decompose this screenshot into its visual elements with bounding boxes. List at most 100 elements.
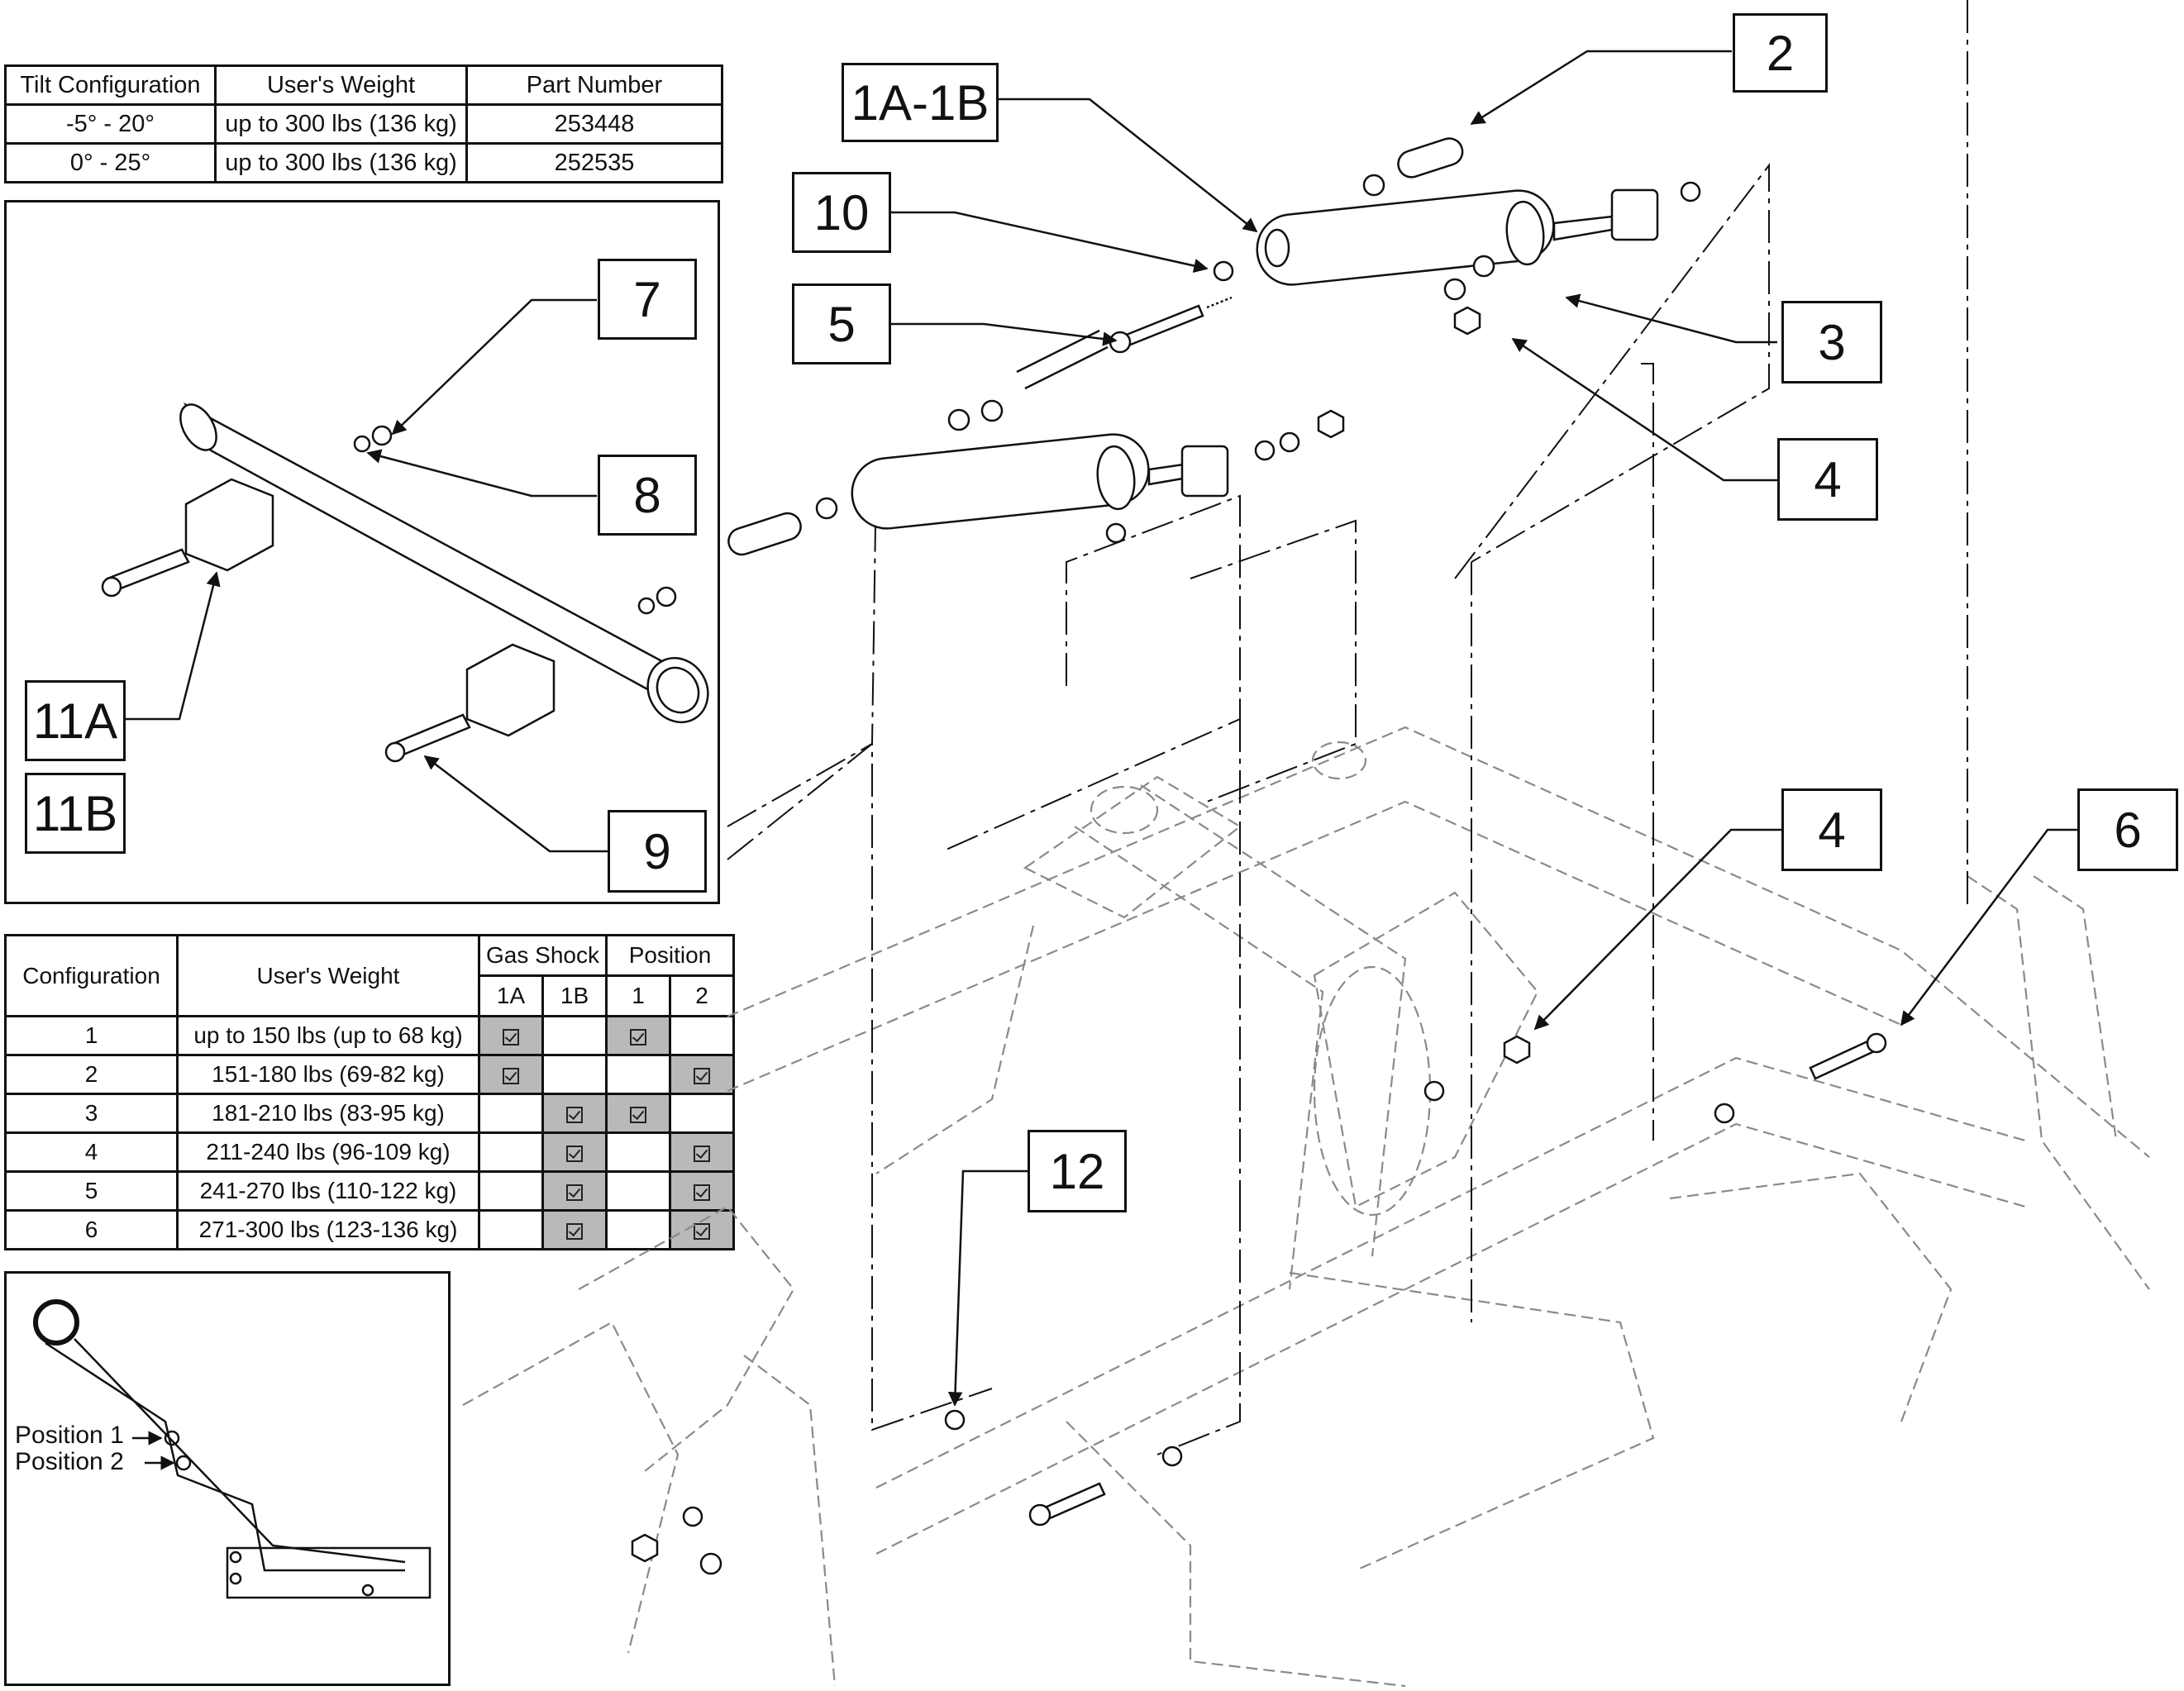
table-cell: 211-240 lbs (96-109 kg) bbox=[176, 1131, 480, 1173]
position-2-header: 2 bbox=[669, 974, 735, 1017]
table-cell: up to 300 lbs (136 kg) bbox=[214, 103, 468, 145]
check-cell-pos-1 bbox=[605, 1015, 671, 1056]
table-cell: 4 bbox=[4, 1131, 179, 1173]
table-cell: 271-300 lbs (123-136 kg) bbox=[176, 1209, 480, 1250]
mount-bracket-parts bbox=[101, 402, 709, 763]
position-1-label: Position 1 bbox=[15, 1422, 124, 1449]
leader-lines bbox=[99, 50, 2077, 1407]
callout-3: 3 bbox=[1781, 301, 1882, 383]
weight-col-header: User's Weight bbox=[214, 64, 468, 106]
check-cell-shock-1a bbox=[478, 1015, 544, 1056]
table-cell: 5 bbox=[4, 1170, 179, 1212]
checkbox-checked-icon bbox=[694, 1067, 710, 1084]
check-cell-shock-1b bbox=[541, 1209, 608, 1250]
weight-col-header: User's Weight bbox=[176, 934, 480, 1017]
callout-4-lower: 4 bbox=[1781, 788, 1882, 871]
part-number-col-header: Part Number bbox=[465, 64, 723, 106]
check-cell-shock-1a bbox=[478, 1170, 544, 1212]
table-cell: 0° - 25° bbox=[4, 142, 217, 183]
checkbox-checked-icon bbox=[566, 1106, 583, 1123]
callout-10: 10 bbox=[792, 172, 891, 253]
checkbox-checked-icon bbox=[566, 1145, 583, 1162]
shock-1b-header: 1B bbox=[541, 974, 608, 1017]
checkbox-checked-icon bbox=[503, 1028, 519, 1046]
table-cell: 241-270 lbs (110-122 kg) bbox=[176, 1170, 480, 1212]
checkbox-checked-icon bbox=[566, 1184, 583, 1201]
check-cell-pos-1 bbox=[605, 1093, 671, 1134]
configuration-col-header: Configuration bbox=[4, 934, 179, 1017]
check-cell-shock-1b bbox=[541, 1093, 608, 1134]
callout-8: 8 bbox=[598, 455, 697, 536]
check-cell-pos-2 bbox=[669, 1015, 735, 1056]
checkbox-checked-icon bbox=[630, 1106, 646, 1123]
callout-1a-1b: 1A-1B bbox=[842, 63, 999, 142]
check-cell-pos-1 bbox=[605, 1054, 671, 1095]
check-cell-shock-1a bbox=[478, 1131, 544, 1173]
table-cell: up to 150 lbs (up to 68 kg) bbox=[176, 1015, 480, 1056]
callout-7: 7 bbox=[598, 259, 697, 340]
check-cell-shock-1b bbox=[541, 1170, 608, 1212]
check-cell-shock-1a bbox=[478, 1054, 544, 1095]
tilt-table-header-row: Tilt Configuration User's Weight Part Nu… bbox=[4, 64, 723, 106]
check-cell-pos-2 bbox=[669, 1093, 735, 1134]
check-cell-pos-2 bbox=[669, 1054, 735, 1095]
alignment-lines bbox=[727, 0, 1968, 1455]
check-cell-pos-2 bbox=[669, 1209, 735, 1250]
shoulder-bolt-5 bbox=[1109, 260, 1234, 354]
chair-frame-ghost bbox=[462, 726, 2150, 1688]
gas-shock-upper bbox=[1256, 137, 1701, 336]
configuration-table: Configuration User's Weight Gas Shock Po… bbox=[4, 934, 735, 1250]
checkbox-checked-icon bbox=[566, 1222, 583, 1240]
check-cell-shock-1a bbox=[478, 1093, 544, 1134]
checkbox-checked-icon bbox=[694, 1145, 710, 1162]
table-cell: 151-180 lbs (69-82 kg) bbox=[176, 1054, 480, 1095]
checkbox-checked-icon bbox=[630, 1028, 646, 1046]
position-arm-drawing bbox=[33, 1299, 432, 1599]
lower-hardware bbox=[631, 1032, 1887, 1575]
table-cell: 2 bbox=[4, 1054, 179, 1095]
checkbox-checked-icon bbox=[503, 1067, 519, 1084]
position-2-label: Position 2 bbox=[15, 1448, 124, 1475]
table-cell: 253448 bbox=[465, 103, 723, 145]
table-row: 0° - 25° up to 300 lbs (136 kg) 252535 bbox=[4, 142, 723, 183]
table-row: -5° - 20° up to 300 lbs (136 kg) 253448 bbox=[4, 103, 723, 145]
mount-bracket-inset bbox=[4, 200, 720, 904]
table-cell: -5° - 20° bbox=[4, 103, 217, 145]
callout-5: 5 bbox=[792, 283, 891, 364]
table-cell: 181-210 lbs (83-95 kg) bbox=[176, 1093, 480, 1134]
callout-9: 9 bbox=[608, 810, 707, 893]
tilt-configuration-table: Tilt Configuration User's Weight Part Nu… bbox=[4, 64, 723, 183]
position-1-header: 1 bbox=[605, 974, 671, 1017]
table-cell: up to 300 lbs (136 kg) bbox=[214, 142, 468, 183]
check-cell-shock-1b bbox=[541, 1131, 608, 1173]
table-cell: 3 bbox=[4, 1093, 179, 1134]
position-inset bbox=[4, 1271, 451, 1686]
callout-11a: 11A bbox=[25, 680, 126, 761]
hex-nut-3-4 bbox=[1453, 306, 1481, 336]
check-cell-pos-2 bbox=[669, 1131, 735, 1173]
tilt-col-header: Tilt Configuration bbox=[4, 64, 217, 106]
table-cell: 252535 bbox=[465, 142, 723, 183]
table-cell: 6 bbox=[4, 1209, 179, 1250]
checkbox-checked-icon bbox=[694, 1222, 710, 1240]
gas-shock-lower bbox=[727, 329, 1345, 556]
gas-shock-col-header: Gas Shock bbox=[478, 934, 608, 977]
position-col-header: Position bbox=[605, 934, 735, 977]
check-cell-pos-1 bbox=[605, 1170, 671, 1212]
check-cell-pos-1 bbox=[605, 1131, 671, 1173]
check-cell-shock-1b bbox=[541, 1054, 608, 1095]
callout-11b: 11B bbox=[25, 773, 126, 854]
callout-4-upper: 4 bbox=[1777, 438, 1878, 521]
check-cell-shock-1b bbox=[541, 1015, 608, 1056]
check-cell-pos-2 bbox=[669, 1170, 735, 1212]
callout-12: 12 bbox=[1028, 1130, 1127, 1212]
checkbox-checked-icon bbox=[694, 1184, 710, 1201]
